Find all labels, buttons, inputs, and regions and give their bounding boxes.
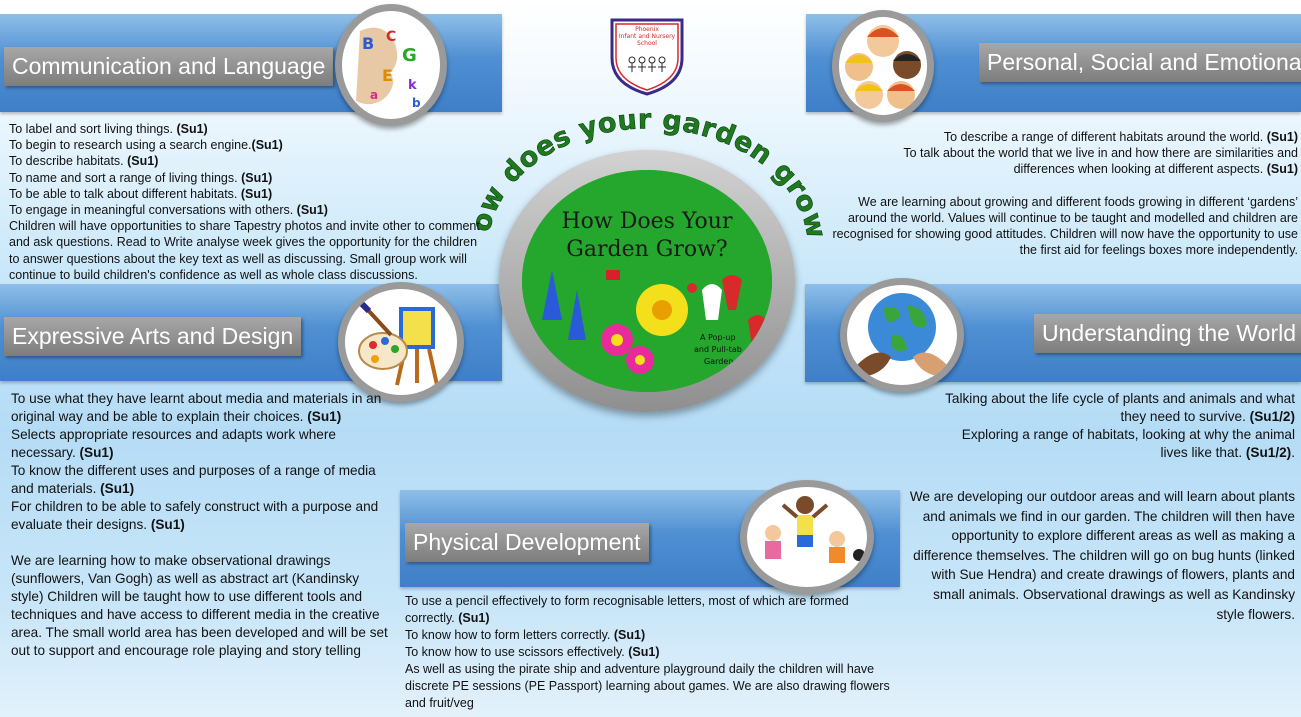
svg-text:k: k: [408, 78, 417, 93]
understanding-title: Understanding the World: [1034, 314, 1301, 353]
communication-line: To label and sort living things. (Su1): [9, 122, 208, 136]
personal-line2a: To talk about the world that we live in …: [903, 146, 1298, 161]
personal-line2b: differences when looking at different as…: [1013, 162, 1298, 177]
svg-text:E: E: [382, 66, 393, 85]
understanding-line1b: they need to survive. (Su1/2): [1120, 409, 1295, 424]
expressive-text: To use what they have learnt about media…: [11, 390, 391, 660]
svg-text:B: B: [362, 34, 374, 53]
svg-text:a: a: [370, 88, 378, 102]
book-title-line2: Garden Grow?: [566, 237, 727, 262]
communication-title: Communication and Language: [4, 47, 334, 86]
communication-paragraph: Children will have opportunities to shar…: [9, 219, 480, 282]
logo-line2: Infant and Nursery: [618, 33, 676, 40]
expressive-line: To use what they have learnt about media…: [11, 391, 382, 424]
personal-paragraph: We are learning about growing and differ…: [832, 194, 1298, 258]
svg-text:C: C: [386, 29, 396, 45]
understanding-text: Talking about the life cycle of plants a…: [900, 390, 1295, 462]
physical-line: To use a pencil effectively to form reco…: [405, 594, 849, 625]
physical-title: Physical Development: [405, 523, 649, 562]
expressive-line: To know the different uses and purposes …: [11, 463, 376, 496]
communication-line: To begin to research using a search engi…: [9, 138, 283, 153]
book-sub-line3: Garden: [704, 357, 733, 366]
children-faces-image: [832, 10, 934, 122]
logo-line1: Phoenix: [635, 26, 659, 33]
physical-paragraph: As well as using the pirate ship and adv…: [405, 662, 890, 710]
letters-face-image: B C G E k a b: [335, 4, 447, 126]
expressive-line: For children to be able to safely constr…: [11, 499, 379, 532]
book-cover-frame: How Does Your Garden Grow? A Pop-up and …: [499, 150, 795, 412]
school-logo: Phoenix Infant and Nursery School: [610, 18, 684, 96]
book-sub-line2: and Pull-tab: [694, 345, 742, 354]
personal-title: Personal, Social and Emotional: [979, 43, 1301, 82]
communication-line: To be able to talk about different habit…: [9, 186, 273, 201]
expressive-title: Expressive Arts and Design: [4, 317, 302, 356]
kids-exercising-image: [740, 480, 874, 594]
art-palette-image: [338, 282, 464, 402]
physical-line: To know how to form letters correctly. (…: [405, 628, 646, 642]
expressive-paragraph: We are learning how to make observationa…: [11, 553, 388, 658]
communication-line: To engage in meaningful conversations wi…: [9, 203, 328, 218]
communication-line: To describe habitats. (Su1): [9, 154, 159, 169]
communication-text: To label and sort living things. (Su1) T…: [9, 121, 487, 283]
understanding-paragraph: We are developing our outdoor areas and …: [909, 489, 1295, 622]
svg-text:b: b: [412, 96, 421, 110]
understanding-line1a: Talking about the life cycle of plants a…: [945, 391, 1295, 406]
personal-line1: To describe a range of different habitat…: [943, 130, 1298, 144]
logo-line3: School: [637, 40, 657, 47]
communication-line: To name and sort a range of living thing…: [9, 170, 273, 185]
globe-hands-image: [840, 278, 964, 392]
understanding-line2b: lives like that. (Su1/2).: [1160, 445, 1295, 460]
book-sub-line1: A Pop-up: [700, 333, 736, 342]
understanding-line2a: Exploring a range of habitats, looking a…: [961, 427, 1295, 442]
physical-line: To know how to use scissors effectively.…: [405, 645, 660, 659]
personal-text: To describe a range of different habitat…: [818, 129, 1298, 258]
physical-text: To use a pencil effectively to form reco…: [405, 593, 892, 712]
book-cover: How Does Your Garden Grow? A Pop-up and …: [522, 170, 772, 392]
book-title-line1: How Does Your: [562, 209, 733, 234]
svg-text:G: G: [402, 45, 417, 66]
expressive-line: Selects appropriate resources and adapts…: [11, 427, 336, 460]
